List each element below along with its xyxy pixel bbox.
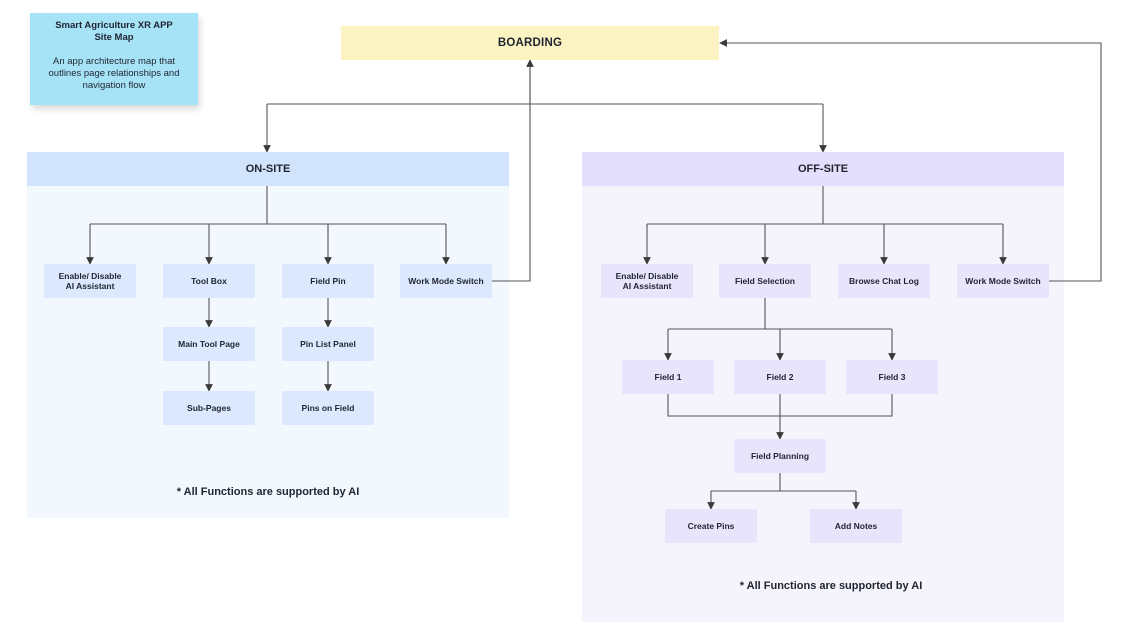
- offsite-header[interactable]: OFF-SITE: [582, 152, 1064, 186]
- sticky-description: An app architecture map that outlines pa…: [48, 56, 180, 91]
- sub-pages-label: Sub-Pages: [187, 403, 231, 413]
- pin-list-panel-label: Pin List Panel: [300, 339, 356, 349]
- field-pin-node[interactable]: Field Pin: [282, 264, 374, 298]
- field-selection-label: Field Selection: [735, 276, 795, 286]
- field-planning-label: Field Planning: [750, 451, 810, 461]
- pin-list-panel-node[interactable]: Pin List Panel: [282, 327, 374, 361]
- field-3-label: Field 3: [878, 372, 906, 382]
- offsite-enable-ai-line2: AI Assistant: [622, 281, 672, 291]
- onsite-ai-note: * All Functions are supported by AI: [176, 486, 360, 498]
- boarding-node[interactable]: BOARDING: [341, 26, 719, 60]
- pins-on-field-label: Pins on Field: [301, 403, 355, 413]
- arrow-offsite-switch-to-boarding: [719, 39, 1102, 282]
- onsite-header-label: ON-SITE: [245, 163, 291, 175]
- sub-pages-node[interactable]: Sub-Pages: [163, 391, 255, 425]
- onsite-enable-ai-line1: Enable/ Disable: [58, 271, 122, 281]
- onsite-panel: [27, 152, 509, 518]
- field-3-node[interactable]: Field 3: [846, 360, 938, 394]
- tool-box-node[interactable]: Tool Box: [163, 264, 255, 298]
- pins-on-field-node[interactable]: Pins on Field: [282, 391, 374, 425]
- sticky-title-line1: Smart Agriculture XR APP: [55, 20, 173, 31]
- main-tool-page-label: Main Tool Page: [178, 339, 240, 349]
- add-notes-node[interactable]: Add Notes: [810, 509, 902, 543]
- field-planning-node[interactable]: Field Planning: [734, 439, 826, 473]
- offsite-work-mode-node[interactable]: Work Mode Switch: [957, 264, 1049, 298]
- field-1-label: Field 1: [654, 372, 682, 382]
- onsite-enable-ai-line2: AI Assistant: [65, 281, 115, 291]
- field-2-label: Field 2: [766, 372, 794, 382]
- field-selection-node[interactable]: Field Selection: [719, 264, 811, 298]
- create-pins-label: Create Pins: [687, 521, 735, 531]
- create-pins-node[interactable]: Create Pins: [665, 509, 757, 543]
- boarding-label: BOARDING: [497, 37, 563, 49]
- offsite-work-mode-label: Work Mode Switch: [965, 276, 1041, 286]
- offsite-enable-ai-line1: Enable/ Disable: [615, 271, 679, 281]
- onsite-work-mode-label: Work Mode Switch: [408, 276, 484, 286]
- arrow-onsite-switch-to-boarding: [492, 59, 534, 282]
- sitemap-sticky-note: Smart Agriculture XR APP Site Map An app…: [30, 13, 198, 105]
- browse-chat-log-label: Browse Chat Log: [849, 276, 919, 286]
- field-pin-label: Field Pin: [310, 276, 346, 286]
- onsite-work-mode-node[interactable]: Work Mode Switch: [400, 264, 492, 298]
- onsite-header[interactable]: ON-SITE: [27, 152, 509, 186]
- offsite-ai-note: * All Functions are supported by AI: [739, 580, 923, 592]
- add-notes-label: Add Notes: [834, 521, 878, 531]
- tool-box-label: Tool Box: [191, 276, 227, 286]
- sticky-title-line2: Site Map: [94, 32, 134, 43]
- browse-chat-log-node[interactable]: Browse Chat Log: [838, 264, 930, 298]
- field-1-node[interactable]: Field 1: [622, 360, 714, 394]
- offsite-header-label: OFF-SITE: [797, 163, 849, 175]
- field-2-node[interactable]: Field 2: [734, 360, 826, 394]
- main-tool-page-node[interactable]: Main Tool Page: [163, 327, 255, 361]
